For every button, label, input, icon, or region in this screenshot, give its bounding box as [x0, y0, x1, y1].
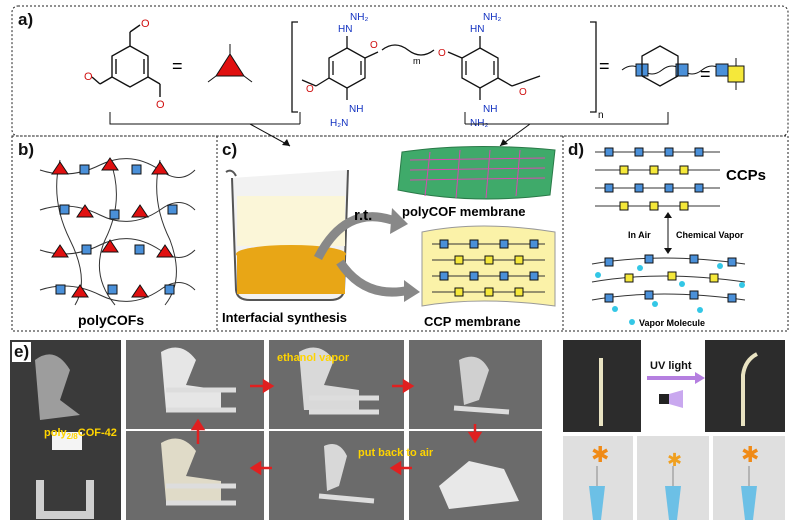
polycof-nodes — [51, 157, 178, 298]
photo-e5 — [269, 431, 404, 520]
red-triangle-icon — [215, 53, 245, 77]
trialdehyde-structure — [91, 24, 161, 97]
ccp-membrane-caption: CCP membrane — [424, 314, 521, 329]
svg-text:O: O — [156, 99, 165, 111]
photo-g3: ✱ — [713, 436, 785, 520]
svg-text:O: O — [141, 18, 150, 30]
ether-o-4: O — [519, 87, 527, 98]
photo-e4 — [126, 431, 264, 520]
ccp-grid-top — [595, 147, 720, 211]
panel-d-letter: d) — [568, 140, 585, 159]
photo-e6 — [409, 431, 542, 520]
blue-square-chain — [621, 63, 743, 77]
svg-text:✱: ✱ — [741, 442, 759, 467]
photo-e3 — [409, 340, 542, 429]
sample-label-sub: 2/8 — [66, 432, 78, 442]
panel-e-letter: e) — [12, 342, 32, 362]
photo-f-after — [705, 340, 785, 432]
panel-a-frame — [11, 5, 789, 137]
in-air-label: In Air — [628, 230, 651, 240]
photo-e2 — [269, 340, 404, 429]
ethanol-vapor-label: ethanol vapor — [277, 352, 350, 364]
equals-2: = — [599, 56, 610, 76]
uv-light-label: UV light — [650, 360, 692, 372]
ccp-membrane-image — [421, 225, 556, 307]
put-back-to-air-label: put back to air — [358, 447, 434, 459]
nh2-left-top: NH₂ — [350, 12, 368, 23]
beaker — [225, 169, 349, 301]
beaker-caption: Interfacial synthesis — [222, 310, 347, 325]
ether-o-3: O — [306, 84, 314, 95]
uv-lamp-icon — [659, 394, 669, 404]
svg-text:✱: ✱ — [591, 442, 609, 467]
polycofs-caption: polyCOFs — [78, 312, 144, 328]
ether-o-1: O — [370, 40, 378, 51]
polycof-membrane-caption: polyCOF membrane — [402, 204, 526, 219]
photo-f-before — [563, 340, 641, 432]
nh2-right-top: NH₂ — [483, 12, 501, 23]
photo-g1: ✱ — [563, 436, 633, 520]
nh-left-bottom: NH — [349, 104, 363, 115]
panel-b-letter: b) — [18, 140, 35, 159]
yellow-square-icon — [727, 65, 745, 83]
sample-label-prefix: poly — [44, 427, 67, 439]
condition-label: r.t. — [354, 207, 372, 224]
ccps-title: CCPs — [726, 167, 766, 184]
chemical-vapor-label: Chemical Vapor — [676, 230, 744, 240]
equals-1: = — [172, 56, 183, 76]
photo-g2: ✱ — [637, 436, 709, 520]
photo-e1 — [126, 340, 264, 429]
panel-c-letter: c) — [222, 140, 238, 159]
photo-e-sample — [10, 340, 121, 520]
subscript-m: m — [413, 56, 421, 66]
h2n-left-bottom: H₂N — [330, 118, 348, 129]
svg-text:O: O — [84, 71, 93, 83]
vapor-molecule-legend: Vapor Molecule — [639, 318, 705, 328]
hn-left-top: HN — [338, 24, 352, 35]
reaction-arrow — [313, 212, 394, 261]
svg-text:✱: ✱ — [667, 450, 682, 470]
polycof-network — [39, 158, 196, 306]
ether-o-2: O — [438, 48, 446, 59]
panel-bcd-frame — [11, 135, 789, 332]
polycof-membrane-image — [397, 145, 556, 200]
hn-right-top: HN — [470, 24, 484, 35]
nh-right-bottom: NH — [483, 104, 497, 115]
ccp-grid-swollen — [591, 254, 746, 313]
hydrazide-polymer-structure — [291, 21, 597, 113]
sample-label-suffix: COF-42 — [77, 427, 117, 439]
subscript-n: n — [598, 110, 604, 121]
schematic: O O O = NH₂ HN NH H₂N NH₂ HN NH NH₂ O O … — [11, 5, 789, 332]
panel-a-letter: a) — [18, 10, 34, 29]
vapor-molecule-icon — [629, 319, 635, 325]
uv-light-arrow — [647, 372, 705, 408]
sample-shapes — [35, 354, 94, 519]
dialdehyde-structure — [641, 45, 679, 87]
equals-3: = — [700, 64, 711, 84]
sample-label: poly2/8COF-42 — [44, 427, 117, 441]
